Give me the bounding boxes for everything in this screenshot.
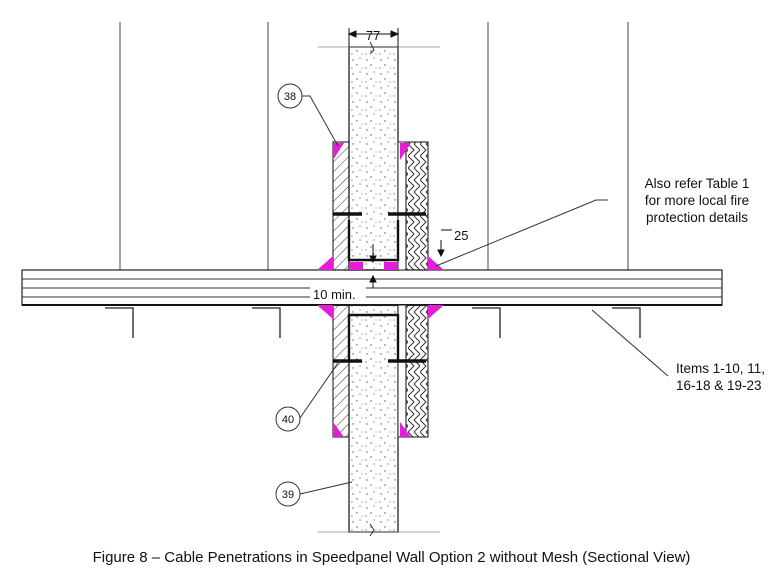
tray-brackets — [105, 307, 641, 338]
svg-text:for more local fire: for more local fire — [645, 193, 749, 208]
svg-text:Items 1-10, 11,: Items 1-10, 11, — [676, 361, 765, 376]
svg-text:40: 40 — [282, 414, 294, 426]
leader-lines — [299, 95, 669, 495]
svg-text:Also refer Table 1: Also refer Table 1 — [645, 176, 750, 191]
svg-text:39: 39 — [282, 489, 294, 501]
fixing-screws — [333, 212, 426, 363]
dimension-77 — [347, 28, 400, 47]
dimension-10-min-label: 10 min. — [313, 287, 356, 302]
dimension-25-label: 25 — [454, 228, 468, 243]
speedpanel-wall — [318, 41, 440, 537]
svg-text:protection details: protection details — [646, 210, 748, 225]
fire-sealant — [317, 143, 444, 437]
upper-lining — [332, 141, 429, 438]
dimension-25 — [437, 229, 452, 258]
callout-39: 39 — [275, 481, 301, 507]
figure-caption: Figure 8 – Cable Penetrations in Speedpa… — [92, 549, 691, 566]
dimension-77-label: 77 — [366, 28, 380, 43]
frame-lines — [119, 22, 629, 272]
cable-tray — [21, 269, 723, 306]
note-table-reference: Also refer Table 1 for more local fire p… — [645, 176, 750, 225]
callout-40: 40 — [275, 406, 301, 432]
svg-text:38: 38 — [284, 91, 296, 103]
note-items: Items 1-10, 11, 16-18 & 19-23 — [676, 361, 765, 393]
dimension-10-min — [369, 244, 377, 288]
svg-text:16-18 & 19-23: 16-18 & 19-23 — [676, 378, 762, 393]
callout-38: 38 — [277, 83, 303, 109]
